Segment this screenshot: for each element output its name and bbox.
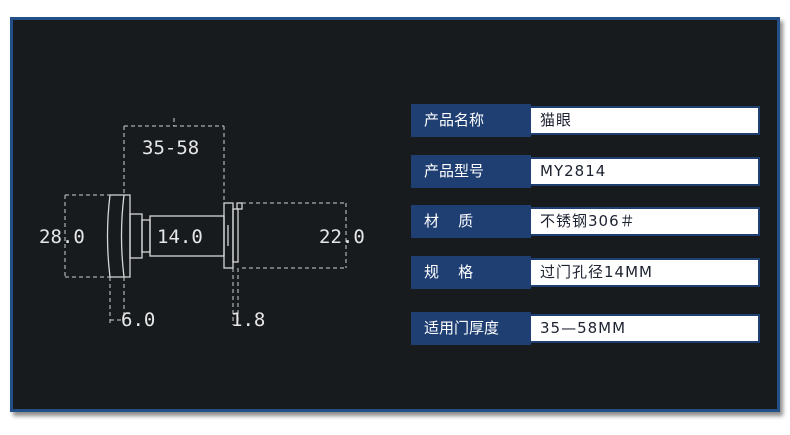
product-spec-panel: 35-58 28.0 14.0 22.0 6.0 1.8 产品名称 猫眼 产品型… bbox=[10, 17, 780, 412]
spec-value: 猫眼 bbox=[531, 106, 760, 135]
dim-head-thickness-label: 6.0 bbox=[121, 309, 155, 331]
spec-value: 35—58MM bbox=[531, 314, 760, 343]
spec-row-model: 产品型号 MY2814 bbox=[411, 155, 763, 188]
head-rim bbox=[124, 194, 131, 278]
spec-label: 产品名称 bbox=[411, 104, 531, 137]
spec-row-door-thickness: 适用门厚度 35—58MM bbox=[411, 312, 763, 345]
spec-value: 不锈钢306＃ bbox=[531, 207, 760, 236]
flange-tab bbox=[236, 202, 243, 210]
dim-flange-thickness-label: 1.8 bbox=[231, 309, 265, 331]
head-collar bbox=[129, 213, 143, 259]
peephole-dimension-drawing: 35-58 28.0 14.0 22.0 6.0 1.8 bbox=[39, 118, 365, 331]
head-cap bbox=[106, 194, 125, 278]
spec-row-product-name: 产品名称 猫眼 bbox=[411, 104, 763, 137]
spec-row-specification: 规 格 过门孔径14MM bbox=[411, 256, 763, 289]
dim-length-label: 35-58 bbox=[142, 137, 199, 159]
spec-label: 产品型号 bbox=[411, 155, 531, 188]
flange-ring bbox=[232, 208, 239, 263]
dimension-lines bbox=[64, 118, 347, 325]
dim-body-diameter-label: 14.0 bbox=[157, 226, 203, 248]
spec-label: 材 质 bbox=[411, 205, 531, 238]
spec-label: 适用门厚度 bbox=[411, 312, 531, 345]
spec-value: 过门孔径14MM bbox=[531, 258, 760, 287]
dim-head-diameter-label: 28.0 bbox=[39, 226, 85, 248]
body-step bbox=[141, 219, 151, 253]
spec-value: MY2814 bbox=[531, 157, 760, 186]
spec-label: 规 格 bbox=[411, 256, 531, 289]
dim-flange-diameter-label: 22.0 bbox=[319, 226, 365, 248]
spec-row-material: 材 质 不锈钢306＃ bbox=[411, 205, 763, 238]
peephole-outline bbox=[106, 194, 243, 278]
